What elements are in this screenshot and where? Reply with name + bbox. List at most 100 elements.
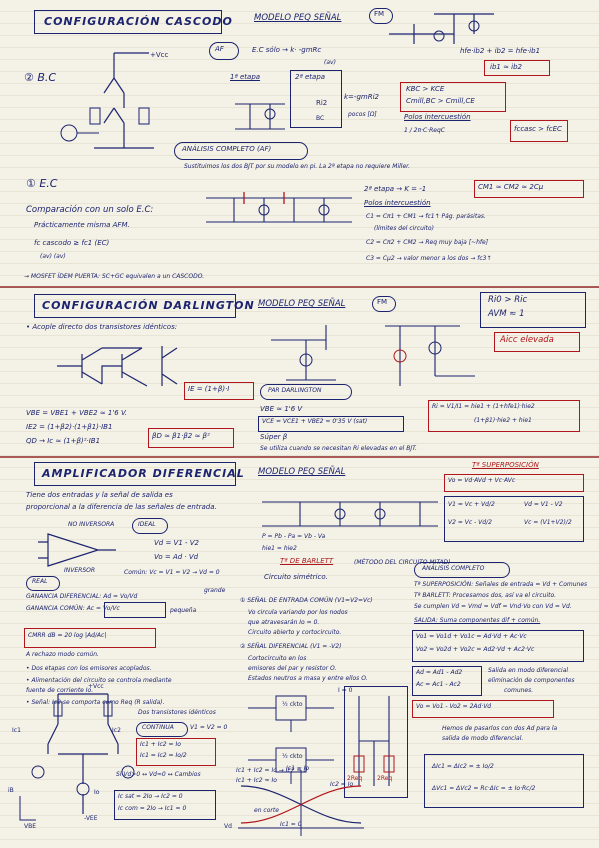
- section-title: CONFIGURACIÓN CASCODO: [44, 15, 233, 28]
- ic-sat-box: [114, 790, 216, 820]
- cmrr: CMRR dB = 20 log |Ad/Ac|: [28, 632, 107, 639]
- pequena: pequeña: [170, 607, 197, 614]
- vbe: VBE = VBE1 + VBE2 ≈ 1'6 V.: [26, 409, 128, 417]
- diff-pair-schematic: [31, 693, 135, 814]
- diff-circuit-box: [344, 686, 408, 798]
- etapa1-diagram: [235, 103, 285, 130]
- ib-lbl: iB: [8, 787, 14, 794]
- section-darlington: CONFIGURACIÓN DARLINGTON MODELO PEQ SEÑA…: [4, 288, 595, 456]
- ec-note2: (av): [324, 59, 336, 66]
- ie-box: [184, 382, 254, 400]
- hie: hie1 = hie2: [262, 545, 297, 552]
- beta: βD ≈ β1·β2 ≈ β²: [152, 432, 210, 440]
- half-circuit-diagrams: [248, 695, 334, 784]
- continua-pill: [136, 722, 188, 737]
- io-lbl: Io: [94, 789, 100, 796]
- polos2: Polos intercuestión: [364, 199, 431, 207]
- iczero: Ic1 = 0: [280, 821, 302, 828]
- cascode-schematic: [60, 52, 154, 149]
- corte: en corte: [254, 807, 279, 814]
- b4: • Señal: Ic2 se comporta como Req (R sal…: [26, 699, 165, 706]
- ic1-lbl: Ic1: [12, 727, 21, 734]
- title-box: [34, 294, 236, 318]
- c1: C1 = Cπ1 + CM1 → fc1↑ Pág. parásitas.: [366, 213, 486, 220]
- graph-bot: Ic2 = Io: [330, 781, 354, 788]
- vo: Vo = Ad · Vd: [154, 553, 199, 561]
- ec-note: E.C sólo → k· -gmRc: [252, 46, 322, 54]
- b1: • Dos etapas con los emisores acoplados.: [26, 665, 152, 672]
- ic-sum: Ic1 + Ic2 = Io: [140, 741, 181, 748]
- darlington-small-signal-b: [385, 325, 475, 386]
- no-inv: NO INVERSORA: [68, 521, 115, 528]
- a1: Tª SUPERPOSICIÓN: Señales de entrada = V…: [414, 581, 588, 588]
- real-pill: [26, 576, 60, 591]
- cmill: Cmill,BC > Cmill,CE: [406, 97, 475, 105]
- dic-box: [424, 754, 584, 808]
- ib-eq: hfe·ib2 + ib2 = hfe·ib1: [460, 47, 541, 55]
- s1b: Vo circula variando por los nodos: [248, 609, 348, 616]
- aicc: Aicc elevada: [500, 335, 554, 345]
- ac-box: [104, 602, 166, 618]
- vcc-label: +Vcc: [150, 51, 169, 59]
- analisis-pill: [174, 142, 308, 160]
- comparison: Comparación con un solo E.C:: [26, 205, 154, 215]
- ie: IE = (1+β)·I: [188, 385, 230, 393]
- acople: • Acople directo dos transistores idénti…: [26, 323, 178, 331]
- c3: C3 = Cμ2 → valor menor a los dos → fc3↑: [366, 255, 492, 262]
- model-title: MODELO PEQ SEÑAL: [258, 467, 346, 477]
- grande: grande: [204, 587, 226, 594]
- ic-vals: Ic1 + Ic2 = Io → Ic2 ≈ 0: [236, 767, 308, 774]
- b2: • Alimentación del circuito se controla …: [26, 677, 172, 684]
- salida: SALIDA: Suma componentes dif + común.: [414, 617, 541, 624]
- ic2-lbl: Ic2: [112, 727, 121, 734]
- vee-lbl: -VEE: [84, 815, 98, 822]
- par: PAR DARLINGTON: [268, 387, 322, 394]
- diff-small-signal-diagram: [262, 501, 438, 527]
- vd-cases: Si Vd>0 ↔ Vd≈0 ↔ Cambios: [116, 771, 201, 778]
- divider-2: [0, 456, 599, 458]
- aicc-box: [494, 332, 580, 352]
- k-sub: pocos [Ω]: [348, 111, 377, 118]
- mosfet: → MOSFET ÍDEM PUERTA: SC+GC equivalen a …: [24, 273, 205, 280]
- ib-eq2: ib1 ≈ ib2: [490, 63, 522, 71]
- ic-vals2: Ic1 + Ic2 ≈ Io: [236, 777, 277, 784]
- s2d: Estados neutros a masa y entre ellos O.: [248, 675, 368, 682]
- a2: Tª BARLETT: Procesamos dos, así va el ci…: [414, 592, 557, 599]
- k-formula: k=-gmRi2: [344, 93, 379, 101]
- dvc: ΔVc1 = ΔVc2 = Rc·ΔIc = ± Io·Rc/2: [432, 785, 536, 792]
- opamp-symbol: [38, 533, 116, 567]
- ac: Ac = Ac1 - Ac2: [416, 681, 461, 688]
- bartlett: Tª DE BARLETT: [280, 557, 334, 565]
- vcc-lbl: +Vcc: [88, 683, 104, 690]
- practically: Prácticamente misma AFM.: [34, 221, 130, 229]
- av-label: (av) (av): [40, 253, 66, 260]
- vceq: Vc = (V1+V2)/2: [524, 519, 572, 526]
- rb-a: 2Req: [347, 775, 363, 782]
- vc0: V1 = V2 = 0: [190, 724, 228, 731]
- cascode-small-signal-diagram: [389, 13, 494, 44]
- etapa3-a: 2ª etapa → K = -1: [364, 185, 427, 193]
- s1d: Circuito abierto y cortocircuito.: [248, 629, 342, 636]
- gan-dif: GANANCIA DIFERENCIAL: Ad = Vo/Vd: [26, 593, 138, 600]
- full-analysis-diagram: [206, 192, 352, 223]
- section-cascodo: CONFIGURACIÓN CASCODO MODELO PEQ SEÑAL F…: [4, 0, 595, 286]
- ideal-pill: [132, 518, 168, 534]
- gan-com: GANANCIA COMÚN: Ac = Vo/Vc: [26, 605, 120, 612]
- dos: Dos transistores idénticos: [138, 709, 216, 716]
- s2b: Cortocircuito en los: [248, 655, 307, 662]
- pasamos2: salida de modo diferencial.: [442, 735, 524, 742]
- af-circle: [209, 42, 239, 60]
- ib-box: [484, 60, 550, 76]
- kbc-box: [400, 82, 506, 112]
- ad: Ad = Ad1 - Ad2: [416, 669, 463, 676]
- axis-icon: [19, 796, 36, 821]
- qd: QD → Ic ≈ (1+β)²·IB1: [26, 437, 101, 445]
- dic: ΔIc1 = ΔIc2 = ± Io/2: [432, 763, 494, 770]
- v2eq: V2 = Vc - Vd/2: [448, 519, 492, 526]
- vce-box: [258, 416, 404, 432]
- c2: C2 = Cπ2 + CM2 → Req muy baja [~hfe]: [366, 239, 489, 246]
- fc-casc: fc cascodo ≥ fc1 (EC): [34, 239, 110, 247]
- sup-title: Tª SUPERPOSICIÓN: [472, 461, 539, 469]
- ri-formula-box: [428, 400, 580, 432]
- io-zero: I = 0: [338, 687, 353, 694]
